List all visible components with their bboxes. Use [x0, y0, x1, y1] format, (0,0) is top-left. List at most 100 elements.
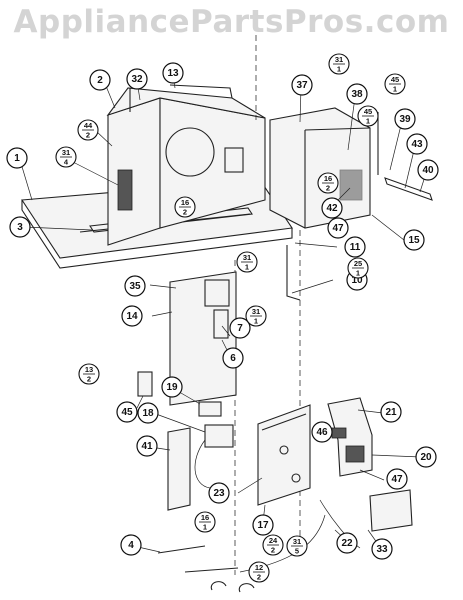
callout-number: 35: [129, 281, 141, 292]
fraction-callout-31-1: 311: [236, 251, 258, 273]
fraction-callout-16-2: 162: [317, 172, 339, 194]
callout-number: 32: [131, 74, 143, 85]
callout-number: 38: [351, 89, 363, 100]
fraction-callout-31-1: 311: [245, 305, 267, 327]
fraction-top: 24: [269, 536, 278, 545]
callout-number: 14: [126, 311, 138, 322]
callout-33: 33: [371, 538, 393, 560]
fraction-top: 45: [391, 75, 399, 84]
fraction-bottom: 1: [393, 84, 397, 93]
rod-10: [286, 245, 301, 301]
wire-4: [157, 545, 206, 554]
callout-number: 47: [391, 474, 403, 485]
callout-number: 15: [408, 235, 420, 246]
fraction-bottom: 1: [366, 116, 370, 125]
callout-37: 37: [291, 74, 313, 96]
fraction-bottom: 1: [254, 316, 258, 325]
mid-panel: [169, 271, 237, 406]
bracket-21: [327, 397, 373, 477]
callout-6: 6: [222, 347, 244, 369]
callout-2: 2: [89, 69, 111, 91]
wire-18: [194, 439, 211, 489]
fraction-callout-25-1: 251: [347, 257, 369, 279]
callout-43: 43: [406, 133, 428, 155]
callout-42: 42: [321, 197, 343, 219]
callout-number: 6: [230, 353, 236, 364]
fraction-bottom: 2: [86, 130, 90, 139]
fraction-bottom: 1: [245, 262, 249, 271]
callout-40: 40: [417, 159, 439, 181]
foam-block: [369, 489, 413, 532]
fraction-top: 16: [181, 198, 189, 207]
switch-18: [204, 424, 234, 448]
callout-number: 22: [341, 538, 353, 549]
clip-12b: [238, 583, 255, 593]
callout-22: 22: [336, 532, 358, 554]
fraction-callout-45-1: 451: [384, 73, 406, 95]
callout-number: 10: [351, 275, 363, 286]
callout-number: 2: [97, 75, 103, 86]
fraction-bottom: 4: [64, 157, 69, 166]
callout-38: 38: [346, 83, 368, 105]
callout-number: 7: [237, 323, 243, 334]
callout-number: 17: [257, 520, 269, 531]
fraction-callout-31-4: 314: [55, 146, 77, 168]
callout-32: 32: [126, 68, 148, 90]
side-panel-41: [167, 427, 191, 511]
callout-19: 19: [161, 376, 183, 398]
fraction-top: 31: [335, 55, 343, 64]
fraction-bottom: 2: [183, 207, 187, 216]
callout-number: 19: [166, 382, 178, 393]
clip-12a: [210, 581, 227, 591]
callout-39: 39: [394, 108, 416, 130]
callout-number: 46: [316, 427, 328, 438]
trim-strip: [384, 177, 433, 201]
wire-4b: [184, 567, 239, 573]
callout-number: 18: [142, 408, 154, 419]
fraction-callout-24-2: 242: [262, 534, 284, 556]
fraction-callout-45-1: 451: [357, 105, 379, 127]
callout-number: 3: [17, 222, 23, 233]
fraction-top: 16: [201, 513, 209, 522]
fraction-callout-31-1: 311: [328, 53, 350, 75]
fraction-bottom: 1: [356, 268, 360, 277]
fraction-top: 31: [293, 537, 301, 546]
callout-3: 3: [9, 216, 31, 238]
fraction-callout-13-2: 132: [78, 363, 100, 385]
callout-number: 20: [420, 452, 432, 463]
control-panel: [257, 404, 311, 506]
callout-20: 20: [415, 446, 437, 468]
callout-7: 7: [229, 317, 251, 339]
fraction-top: 31: [62, 148, 70, 157]
callout-number: 37: [296, 80, 308, 91]
fraction-top: 13: [85, 365, 93, 374]
fraction-callout-12-2: 122: [248, 561, 270, 583]
callout-number: 33: [376, 544, 388, 555]
callout-17: 17: [252, 514, 274, 536]
callout-number: 43: [411, 139, 423, 150]
fraction-top: 16: [324, 174, 332, 183]
fraction-bottom: 2: [326, 183, 330, 192]
callout-47: 47: [327, 217, 349, 239]
fraction-bottom: 5: [295, 546, 299, 555]
callout-1: 1: [6, 147, 28, 169]
cabinet-box: [106, 84, 266, 246]
callout-number: 1: [14, 153, 20, 164]
callout-45: 45: [116, 401, 138, 423]
fraction-top: 45: [364, 107, 372, 116]
callout-number: 4: [128, 540, 134, 551]
fraction-callout-16-2: 162: [174, 196, 196, 218]
callout-46: 46: [311, 421, 333, 443]
fraction-callout-31-5: 315: [286, 535, 308, 557]
callout-number: 42: [326, 203, 338, 214]
callout-4: 4: [120, 534, 142, 556]
callout-18: 18: [137, 402, 159, 424]
callout-number: 41: [141, 441, 153, 452]
switch-19: [198, 401, 222, 417]
fraction-bottom: 2: [271, 545, 275, 554]
callout-number: 47: [332, 223, 344, 234]
fraction-bottom: 2: [87, 374, 91, 383]
